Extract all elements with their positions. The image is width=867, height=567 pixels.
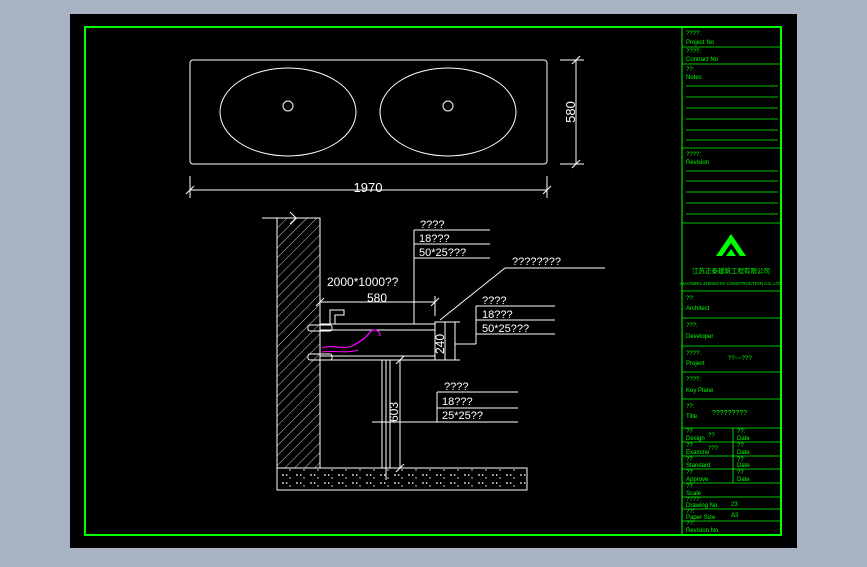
tb-scale-label: ?? <box>686 484 693 490</box>
tb-drawing-no-value: 23 <box>731 502 738 508</box>
tb-date4-sub: Date <box>737 477 750 483</box>
tb-revision-no-sub: Revision No <box>686 528 719 534</box>
tb-notes-label: ??: <box>686 67 695 73</box>
tb-title-sub: Title <box>686 414 698 420</box>
tb-paper-size-sub: Paper Size <box>686 515 716 521</box>
tb-architect-sub: Architect <box>686 306 710 312</box>
tb-paper-size-value: A3 <box>731 513 739 519</box>
tb-notes-sub: Notes <box>686 75 702 81</box>
company-logo <box>716 234 746 256</box>
tb-standard-sub: Standard <box>686 463 710 469</box>
tb-company-sub: LIAONING ZHENGTAI CONSTRUCTION CO.,LTD <box>680 281 782 286</box>
leg-note-title: ???? <box>444 381 468 393</box>
tb-contract-no-label: ????: <box>686 49 701 55</box>
wall-hatch <box>276 217 321 469</box>
faucet <box>329 309 345 325</box>
tb-revision-label: ????: <box>686 152 701 158</box>
countertop-outline <box>189 59 548 165</box>
tb-examine-label: ?? <box>686 443 693 449</box>
leg-note-line-1: 18??? <box>442 396 473 408</box>
tb-approve-label: ?? <box>686 470 693 476</box>
tb-title-label: ??: <box>686 404 695 410</box>
supply-pipe <box>321 349 359 353</box>
tb-design-sub: Design <box>686 436 705 442</box>
mirror-label: 2000*1000?? <box>327 275 399 289</box>
tb-contract-no-sub: Contract No <box>686 57 719 63</box>
tb-revision-no-label: ??: <box>686 521 695 527</box>
tb-project-value: ??~~??? <box>728 356 752 362</box>
tb-title-value: ????????? <box>712 410 747 417</box>
tb-company-name: 江苏正泰建筑工程有限公司 <box>692 266 770 275</box>
plan-width-dim: 1970 <box>354 180 383 195</box>
tb-paper-size-label: ??: <box>686 509 695 515</box>
tb-date2-label: ?? <box>737 443 744 449</box>
drain-right <box>442 100 454 112</box>
title-block <box>682 46 780 522</box>
tb-design-value: ?? <box>708 433 715 439</box>
tb-drawing-no-label: ????: <box>686 497 701 503</box>
tb-architect-label: ??: <box>686 296 695 302</box>
tb-design-label: ?? <box>686 429 693 435</box>
edge-note-title: ???????? <box>512 256 561 268</box>
tb-date1-label: ??: <box>737 429 746 435</box>
tb-project-no-label: ????: <box>686 31 701 37</box>
leader-edge <box>439 267 506 321</box>
section-view <box>262 211 605 491</box>
tb-drawing-no-sub: Drawing No. <box>686 503 719 509</box>
tb-date2-sub: Date <box>737 450 750 456</box>
tb-keyplan-sub: Key Plane <box>686 388 714 394</box>
top-note-line-2: 50*25??? <box>419 247 466 259</box>
tb-developer-label: ???: <box>686 323 698 329</box>
tb-keyplan-label: ????: <box>686 377 701 383</box>
tb-examine-sub: Examine <box>686 450 710 456</box>
section-thickness-dim: 240 <box>433 334 447 354</box>
tb-date4-label: ?? <box>737 470 744 476</box>
bracket-bottom <box>307 353 333 361</box>
tb-scale-sub: Scale <box>686 491 702 497</box>
tb-standard-label: ?? <box>686 457 693 463</box>
bracket-top <box>307 324 333 332</box>
edge-trim <box>434 321 446 361</box>
drain-left <box>282 100 294 112</box>
mid-note-line-2: 50*25??? <box>482 323 529 335</box>
tb-developer-sub: Developer <box>686 334 713 340</box>
section-depth-dim: 580 <box>367 291 387 305</box>
plan-depth-dim: 580 <box>563 101 578 123</box>
tb-project-sub: Project <box>686 361 705 367</box>
tb-date3-label: ?? <box>737 457 744 463</box>
tb-project-label: ????: <box>686 351 701 357</box>
tb-project-no-sub: Project No <box>686 40 715 46</box>
top-note-line-1: 18??? <box>419 233 450 245</box>
outer-frame <box>84 26 782 536</box>
basin-plan-view <box>185 55 584 198</box>
basin-right <box>379 67 517 157</box>
tb-approve-sub: Approve <box>686 477 709 483</box>
top-note-title: ???? <box>420 219 444 231</box>
tb-examine-value: ??? <box>708 446 719 452</box>
mid-note-line-1: 18??? <box>482 309 513 321</box>
drawing-sheet <box>70 14 797 548</box>
mid-note-title: ???? <box>482 295 506 307</box>
drain-pipe <box>321 329 381 349</box>
tb-revision-sub: Revision <box>686 160 709 166</box>
tb-date1-sub: Date <box>737 436 750 442</box>
tb-date3-sub: Date <box>737 463 750 469</box>
section-leg-dim: 603 <box>387 402 401 422</box>
floor-slab <box>276 467 528 491</box>
leg-note-line-2: 25*25?? <box>442 410 483 422</box>
basin-left <box>219 67 357 157</box>
